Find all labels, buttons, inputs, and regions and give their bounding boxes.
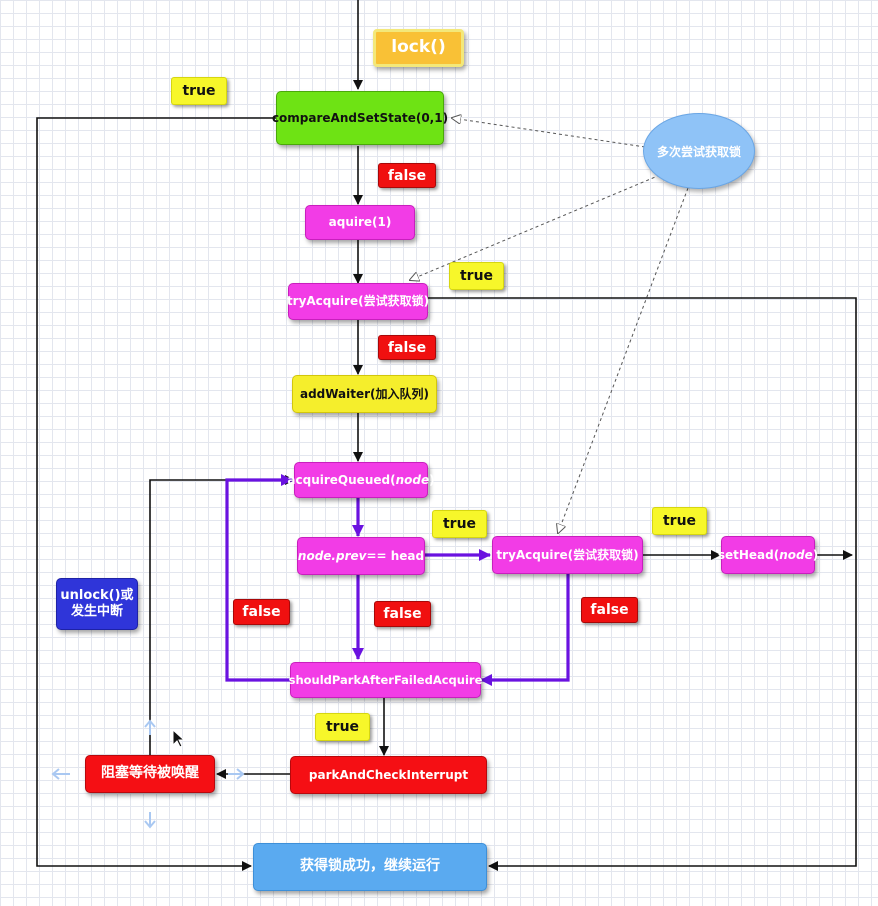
set-head-node[interactable]: setHead(node)	[717, 536, 819, 574]
unlock-or-interrupt-node[interactable]: unlock()或 发生中断	[56, 578, 138, 630]
compare-and-set-state-node[interactable]: compareAndSetState(0,1)	[272, 91, 448, 145]
label-false-tryacquire2: false	[581, 597, 638, 623]
label-true-prevcheck: true	[432, 510, 487, 538]
label-false-loop: false	[233, 599, 290, 625]
acquire-queued-arg: node	[395, 472, 430, 487]
prev-check-var: node.prev	[297, 548, 367, 563]
prev-equals-head-node[interactable]: node.prev == head	[297, 537, 425, 575]
edge-shouldpark-false-to-acquirequeued	[225, 474, 293, 682]
add-waiter-node[interactable]: addWaiter(加入队列)	[292, 375, 437, 413]
aquire-node[interactable]: aquire(1)	[305, 205, 415, 240]
hint-to-tryacquire1	[410, 174, 661, 280]
should-park-node[interactable]: shouldParkAfterFailedAcquire	[289, 662, 482, 698]
lock-node[interactable]: lock()	[373, 29, 464, 67]
acquire-queued-node[interactable]: acquireQueued(node)	[287, 462, 435, 498]
prev-check-op: == head	[366, 548, 425, 563]
try-acquire-node-2[interactable]: tryAcquire(尝试获取锁)	[492, 536, 643, 574]
label-false-tryacquire: false	[378, 335, 436, 360]
unlock-line-1: unlock()或	[60, 587, 134, 603]
acquire-queued-prefix: acquireQueued(	[287, 472, 396, 487]
edge-tryacquire2-false-to-shouldpark	[480, 574, 570, 686]
park-and-check-interrupt-node[interactable]: parkAndCheckInterrupt	[290, 756, 487, 794]
edge-tryacquire-true-to-success	[428, 297, 857, 871]
label-false-prevcheck: false	[374, 601, 431, 627]
label-true-cas: true	[171, 77, 227, 105]
set-head-prefix: setHead(	[717, 547, 780, 562]
blocked-wait-node[interactable]: 阻塞等待被唤醒	[85, 755, 215, 793]
multi-attempt-ellipse[interactable]: 多次尝试获取锁	[643, 113, 755, 189]
try-acquire-node[interactable]: tryAcquire(尝试获取锁)	[287, 283, 429, 320]
move-handles	[51, 719, 245, 829]
label-true-shouldpark: true	[315, 713, 370, 741]
label-true-tryacquire2: true	[652, 507, 707, 535]
label-true-tryacquire: true	[449, 262, 504, 290]
acquire-queued-suffix: )	[429, 472, 435, 487]
set-head-suffix: )	[812, 547, 819, 562]
mouse-cursor-icon	[172, 729, 186, 748]
hint-to-tryacquire2	[558, 187, 689, 533]
edge-cas-true-to-success	[36, 117, 276, 871]
label-false-cas: false	[378, 163, 436, 188]
set-head-arg: node	[779, 547, 813, 562]
acquire-success-node[interactable]: 获得锁成功，继续运行	[253, 843, 487, 891]
hint-to-cas	[452, 118, 646, 148]
unlock-line-2: 发生中断	[70, 604, 123, 619]
